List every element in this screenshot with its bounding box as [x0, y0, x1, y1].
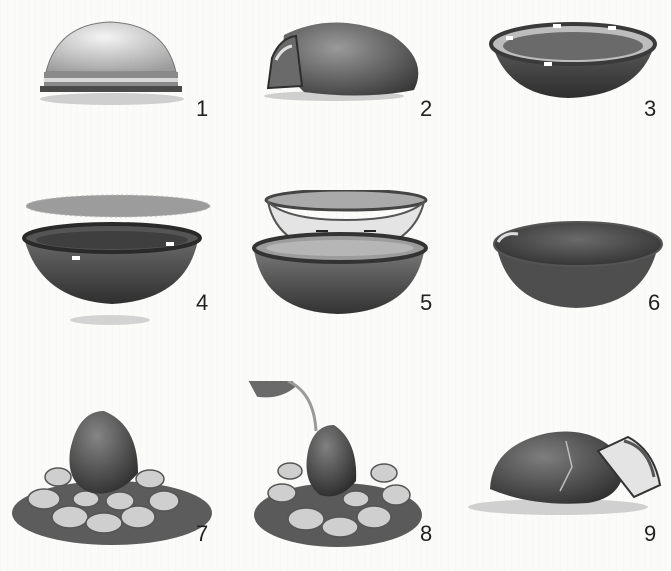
panel-label: 7: [196, 521, 208, 547]
shell-on-stones-illustration: [0, 381, 223, 571]
panel-label: 3: [644, 96, 656, 122]
panel-label: 6: [648, 290, 660, 316]
open-clam-illustration: [224, 190, 447, 380]
panel-3: 3: [448, 0, 671, 190]
panel-5: 5: [224, 190, 447, 380]
panel-label: 2: [420, 96, 432, 122]
panel-8: 8: [224, 381, 447, 571]
panel-2: 2: [224, 0, 447, 190]
shell-hinged-illustration: [224, 0, 447, 190]
panel-7: 7: [0, 381, 223, 571]
closed-mold-illustration: [0, 0, 223, 190]
panel-1: 1: [0, 0, 223, 190]
panel-label: 9: [644, 521, 656, 547]
cracked-shell-illustration: [448, 381, 671, 571]
panel-label: 8: [420, 521, 432, 547]
panel-6: 6: [448, 190, 671, 380]
panel-label: 1: [196, 96, 208, 122]
panel-label: 4: [196, 290, 208, 316]
bowl-with-layer-illustration: [0, 190, 223, 380]
empty-bowl-illustration: [448, 190, 671, 380]
pouring-cup-illustration: [224, 381, 447, 571]
open-bowl-illustration: [448, 0, 671, 190]
panel-label: 5: [420, 290, 432, 316]
panel-9: 9: [448, 381, 671, 571]
panel-4: 4: [0, 190, 223, 380]
